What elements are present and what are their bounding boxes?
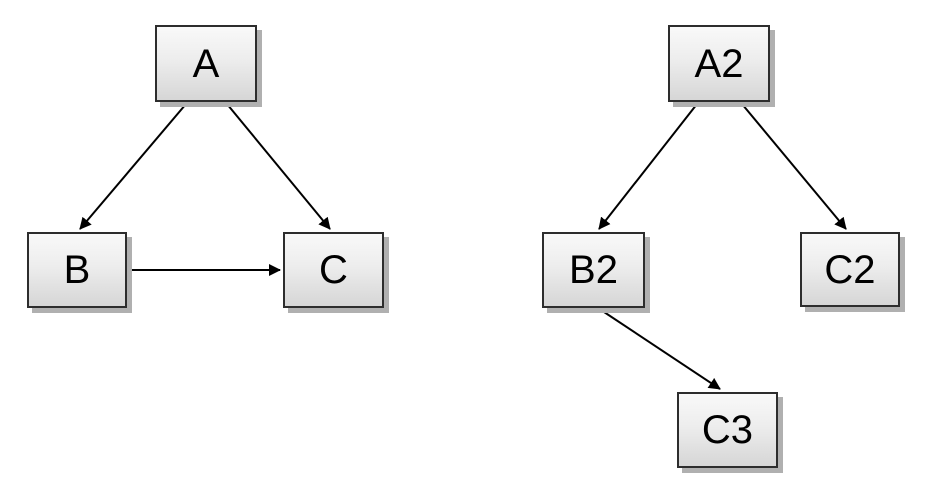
node-label-C: C [319,248,348,292]
node-label-A: A [192,41,220,86]
node-label-C2: C2 [824,247,876,292]
node-label-B: B [63,248,91,292]
edge-A-C-arrow [226,103,331,230]
node-B[interactable]: B [27,232,127,308]
node-label-A2: A2 [694,41,744,86]
node-label-C3: C3 [701,408,754,452]
node-C2[interactable]: C2 [800,232,900,307]
edge-A2-C2-arrow [741,103,847,230]
node-A2[interactable]: A2 [668,25,770,102]
node-A[interactable]: A [155,25,257,102]
node-C3[interactable]: C3 [677,392,778,468]
edge-A2-B2-arrow [598,103,698,230]
edge-B2-C3-arrow [600,309,721,390]
node-label-B2: B2 [569,248,618,292]
edge-A-B-arrow [79,103,187,230]
node-B2[interactable]: B2 [542,232,645,308]
node-C[interactable]: C [283,232,384,308]
